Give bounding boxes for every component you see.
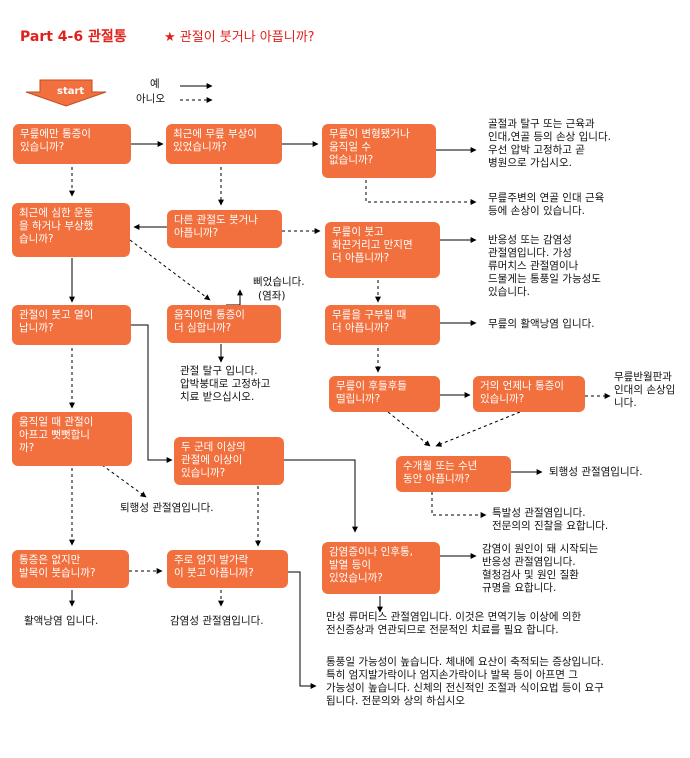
result-text-r13: 감염성 관절염입니다. bbox=[170, 615, 264, 627]
result-text-r14: 만성 류머티스 관절염입니다. 이것은 면역기능 이상에 의한 전신증상과 연관… bbox=[326, 611, 582, 636]
result-text-r4a: 삐었습니다. bbox=[253, 276, 305, 288]
question-box-q5: 다른 관절도 붓거나 아픕니까? bbox=[167, 210, 282, 248]
result-text-r4b: (염좌) bbox=[258, 290, 286, 302]
result-text-r1: 골절과 탈구 또는 근육과 인대,연골 등의 손상 입니다. 우선 압박 고정하… bbox=[488, 118, 611, 169]
start-label: start bbox=[57, 86, 85, 97]
question-box-q16: 주로 엄지 발가락 이 붓고 아픕니까? bbox=[167, 550, 288, 588]
question-box-q9: 무릎을 구부릴 때 더 아픕니까? bbox=[325, 305, 440, 345]
question-box-q17: 감염증이나 인후통, 발열 등이 있었습니까? bbox=[322, 542, 440, 594]
question-box-q15: 통증은 없지만 발목이 붓습니까? bbox=[12, 550, 129, 588]
result-text-r12: 활액낭염 입니다. bbox=[24, 615, 99, 627]
question-box-q6: 무릎이 붓고 화끈거리고 만지면 더 아픕니까? bbox=[325, 222, 440, 278]
question-box-q12: 움직일 때 관절이 아프고 뻣뻣합니 까? bbox=[12, 412, 132, 466]
result-text-r7: 무릎반월판과 인대의 손상입 니다. bbox=[614, 371, 676, 409]
question-box-q8: 움직이면 통증이 더 심합니까? bbox=[167, 305, 281, 343]
question-box-q13: 두 군데 이상의 관절에 이상이 있습니까? bbox=[174, 437, 284, 485]
question-box-q11: 거의 언제나 통증이 있습니까? bbox=[473, 376, 585, 412]
question-box-q2: 최근에 무릎 부상이 있었습니까? bbox=[166, 124, 282, 164]
result-text-r8: 퇴행성 관절염입니다. bbox=[549, 466, 643, 478]
start-arrow-shape bbox=[25, 79, 107, 107]
result-text-r9: 퇴행성 관절염입니다. bbox=[120, 502, 214, 514]
result-text-r10: 특발성 관절염입니다. 전문의의 진찰을 요합니다. bbox=[492, 507, 609, 532]
result-text-r11: 감염이 원인이 돼 시작되는 반응성 관절염입니다. 혈청검사 및 원인 질환 … bbox=[482, 543, 599, 594]
question-box-q10: 무릎이 후들후들 떨립니까? bbox=[329, 376, 440, 412]
legend-no-label: 아니오 bbox=[136, 93, 165, 105]
result-text-r5: 무릎의 활액낭염 입니다. bbox=[488, 318, 595, 330]
question-box-q1: 무릎에만 통증이 있습니까? bbox=[13, 124, 131, 164]
page-title: Part 4-6 관절통 bbox=[20, 29, 127, 45]
result-text-r15: 통풍일 가능성이 높습니다. 체내에 요산이 축적되는 증상입니다. 특히 엄지… bbox=[326, 656, 604, 707]
question-box-q14: 수개월 또는 수년 동안 아픕니까? bbox=[396, 456, 511, 492]
legend-yes-label: 예 bbox=[150, 78, 160, 90]
result-text-r2: 무릎주변의 연골 인대 근육 등에 손상이 있습니다. bbox=[488, 192, 605, 217]
result-text-r3: 반응성 또는 감염성 관절염입니다. 가성 류머치스 관절염이나 드물게는 통풍… bbox=[488, 234, 601, 298]
question-box-q3: 무릎이 변형됐거나 움직일 수 없습니까? bbox=[322, 124, 436, 178]
question-box-q4: 최근에 심한 운동 을 하거나 부상했 습니까? bbox=[12, 203, 130, 257]
result-text-r6: 관절 탈구 입니다. 압박붕대로 고정하고 치료 받으십시오. bbox=[180, 365, 271, 403]
page-subtitle: ★ 관절이 붓거나 아픕니까? bbox=[164, 30, 315, 45]
question-box-q7: 관절이 붓고 열이 납니까? bbox=[12, 305, 131, 345]
